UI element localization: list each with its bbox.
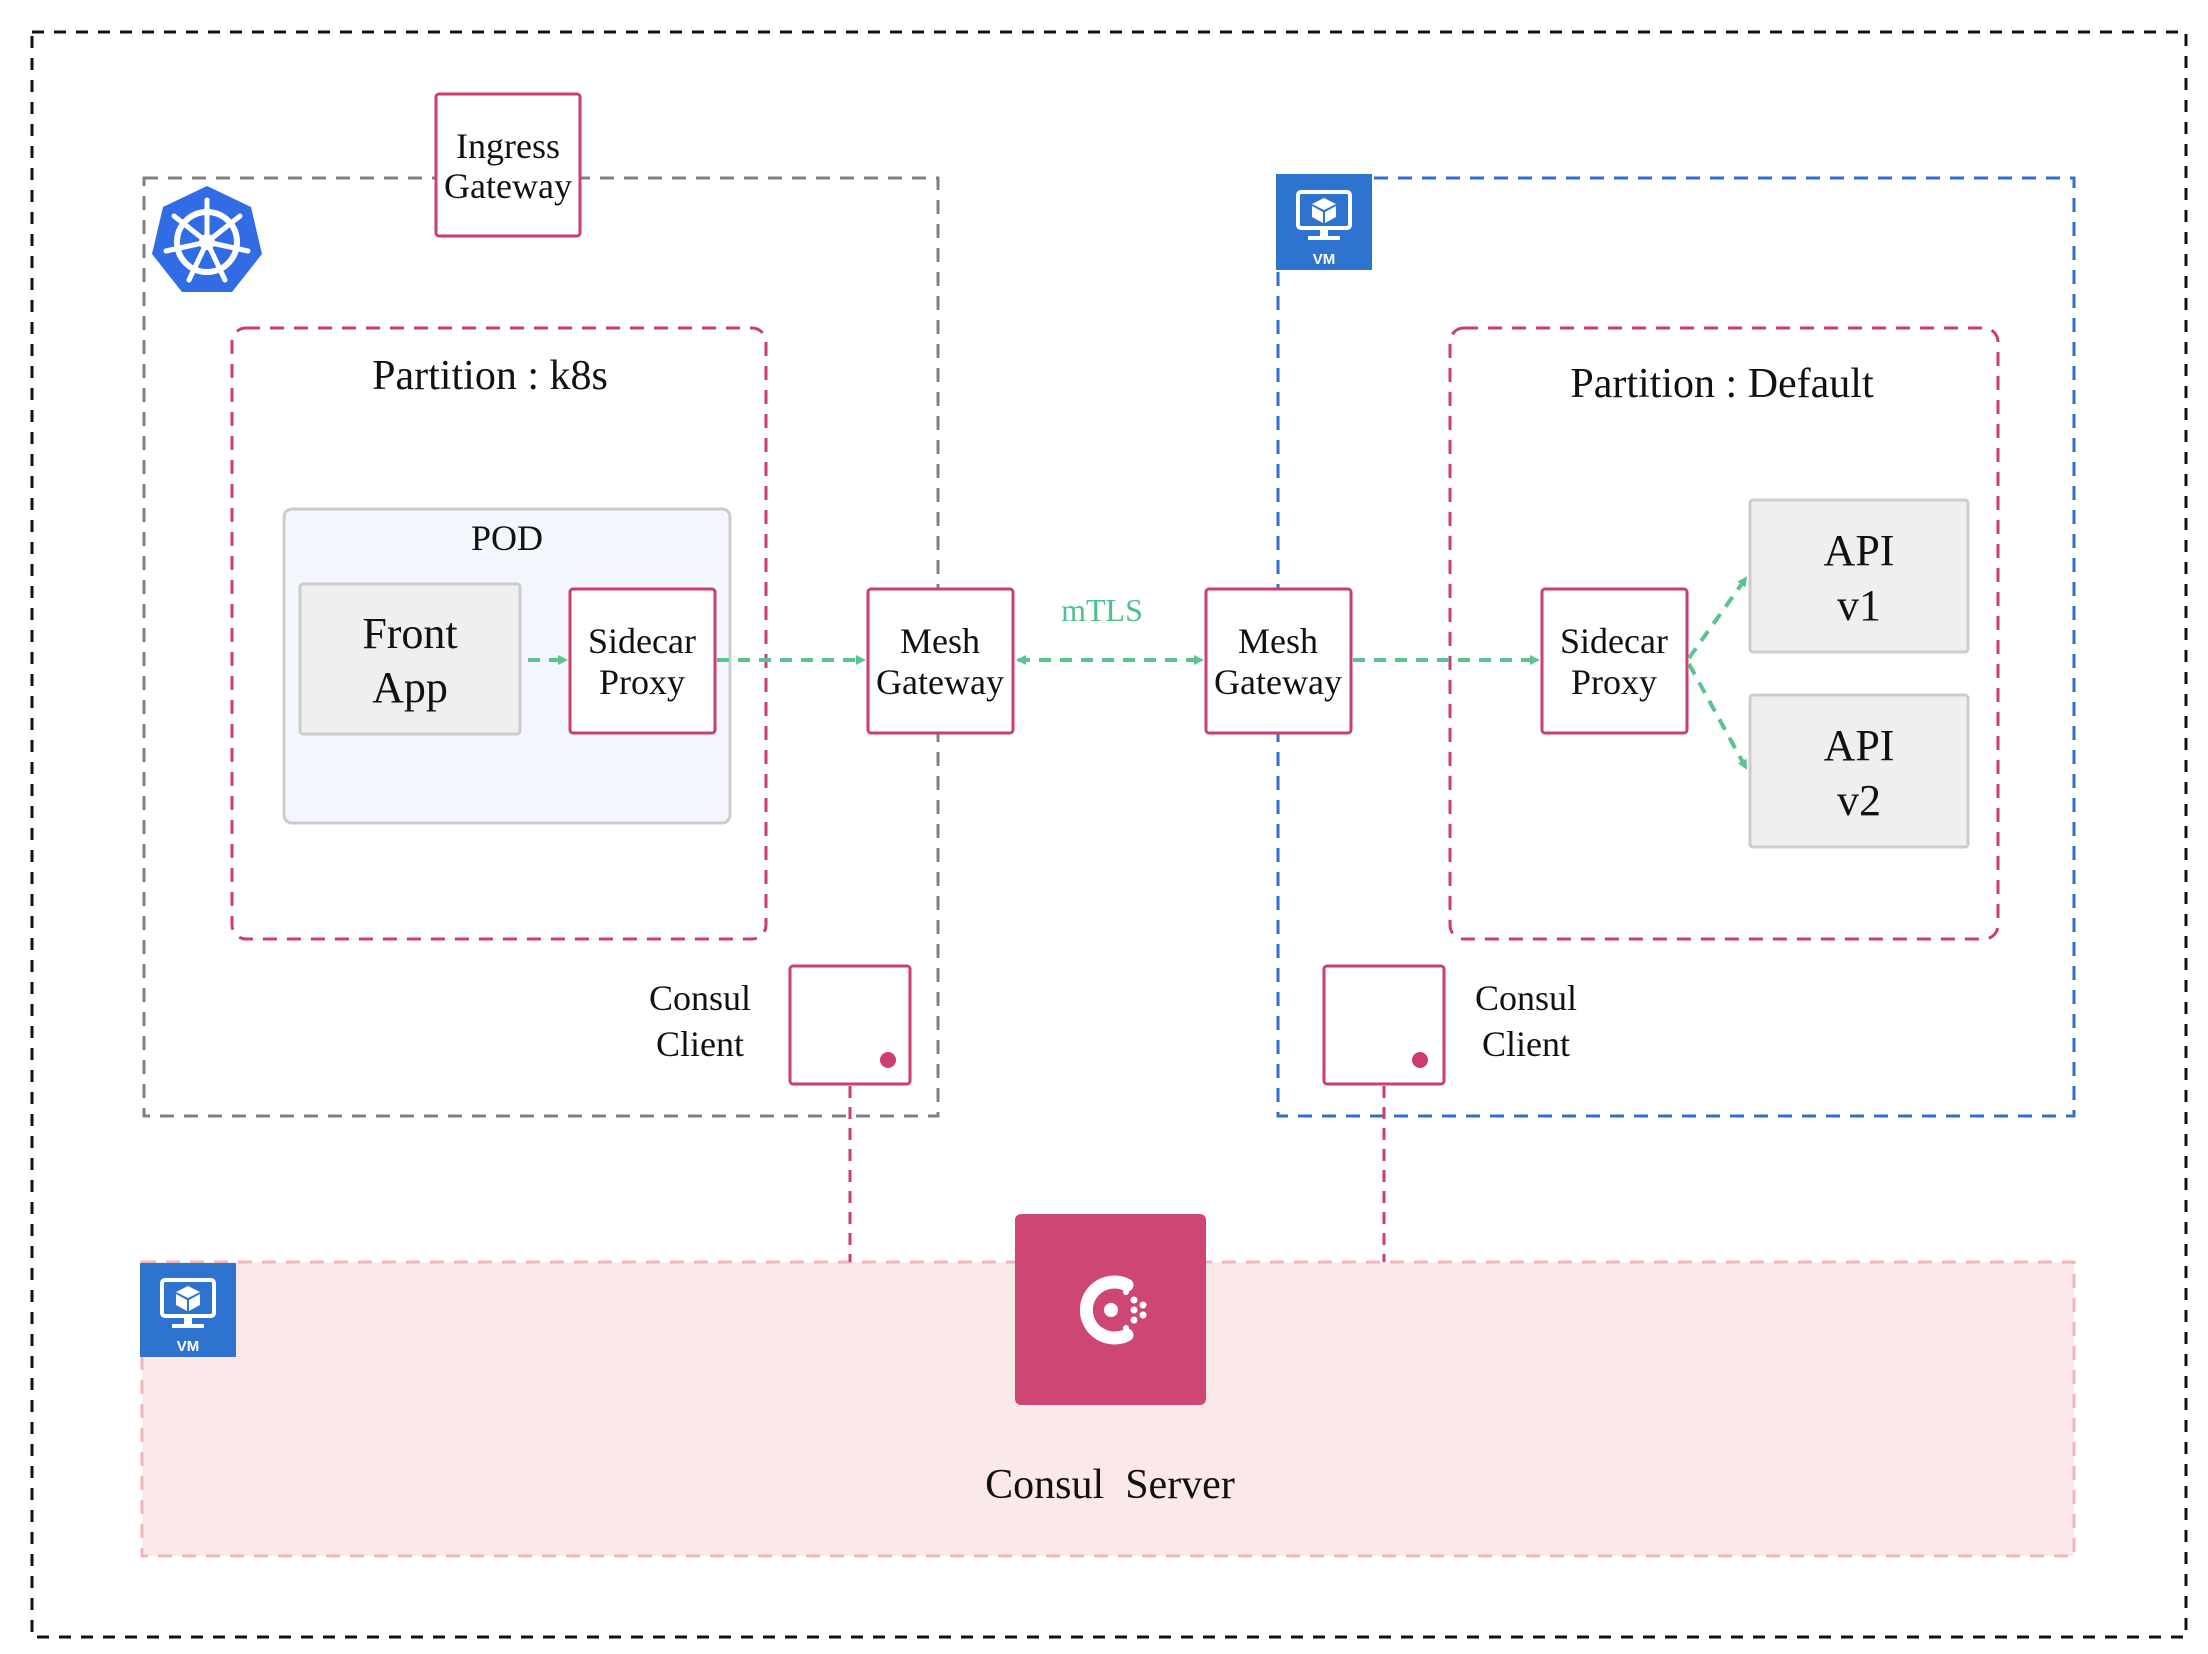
vm-icon: VM	[1276, 174, 1372, 270]
pod-title: POD	[471, 518, 543, 558]
kubernetes-icon	[152, 186, 262, 292]
consul-client-right-line2: Client	[1482, 1024, 1570, 1064]
vm-cluster-boundary	[1276, 176, 2076, 1118]
sidecar-right-line2: Proxy	[1571, 662, 1657, 702]
front-app-line1: Front	[362, 609, 457, 658]
front-app-box: Front App	[298, 582, 522, 736]
consul-client-left-line2: Client	[656, 1024, 744, 1064]
mesh-gateway-right: Mesh Gateway	[1204, 587, 1353, 735]
consul-client-right-box	[1322, 964, 1446, 1086]
mtls-label: mTLS	[1061, 592, 1143, 628]
mesh-gateway-left: Mesh Gateway	[866, 587, 1015, 735]
front-app-line2: App	[372, 663, 448, 712]
partition-k8s-boundary	[230, 326, 768, 941]
consul-client-left-box	[788, 964, 912, 1086]
partition-default-title: Partition : Default	[1570, 361, 1874, 407]
ingress-gateway: Ingress Gateway	[434, 92, 582, 238]
flow-sidecar-to-api-v1	[1687, 576, 1748, 660]
api-v1-box: API v1	[1748, 498, 1970, 654]
sidecar-proxy-left: Sidecar Proxy	[568, 587, 717, 735]
partition-default-boundary	[1448, 326, 2000, 941]
flow-sidecar-to-api-v2	[1687, 663, 1748, 770]
api-v1-line1: API	[1824, 526, 1895, 575]
partition-k8s-title: Partition : k8s	[372, 353, 608, 399]
api-v2-box: API v2	[1748, 693, 1970, 849]
mesh-right-line2: Gateway	[1214, 662, 1342, 702]
vm-badge-server: VM	[177, 1338, 200, 1355]
sidecar-left-line1: Sidecar	[588, 621, 696, 661]
mesh-right-line1: Mesh	[1238, 621, 1318, 661]
api-v2-line2: v2	[1837, 776, 1881, 825]
sidecar-proxy-right: Sidecar Proxy	[1540, 587, 1689, 735]
consul-client-right-line1: Consul	[1475, 978, 1577, 1018]
consul-server-label: Consul Server	[985, 1462, 1235, 1508]
mesh-left-line2: Gateway	[876, 662, 1004, 702]
sidecar-right-line1: Sidecar	[1560, 621, 1668, 661]
consul-client-left-line1: Consul	[649, 978, 751, 1018]
api-v2-line1: API	[1824, 721, 1895, 770]
ingress-gateway-line2: Gateway	[444, 166, 572, 206]
sidecar-left-line2: Proxy	[599, 662, 685, 702]
server-vm-icon: VM	[140, 1263, 236, 1357]
outer-boundary	[30, 30, 2188, 1639]
mesh-left-line1: Mesh	[900, 621, 980, 661]
vm-badge-right: VM	[1313, 251, 1336, 268]
api-v1-line2: v1	[1837, 581, 1881, 630]
ingress-gateway-line1: Ingress	[456, 126, 560, 166]
consul-logo-icon	[1015, 1214, 1206, 1405]
